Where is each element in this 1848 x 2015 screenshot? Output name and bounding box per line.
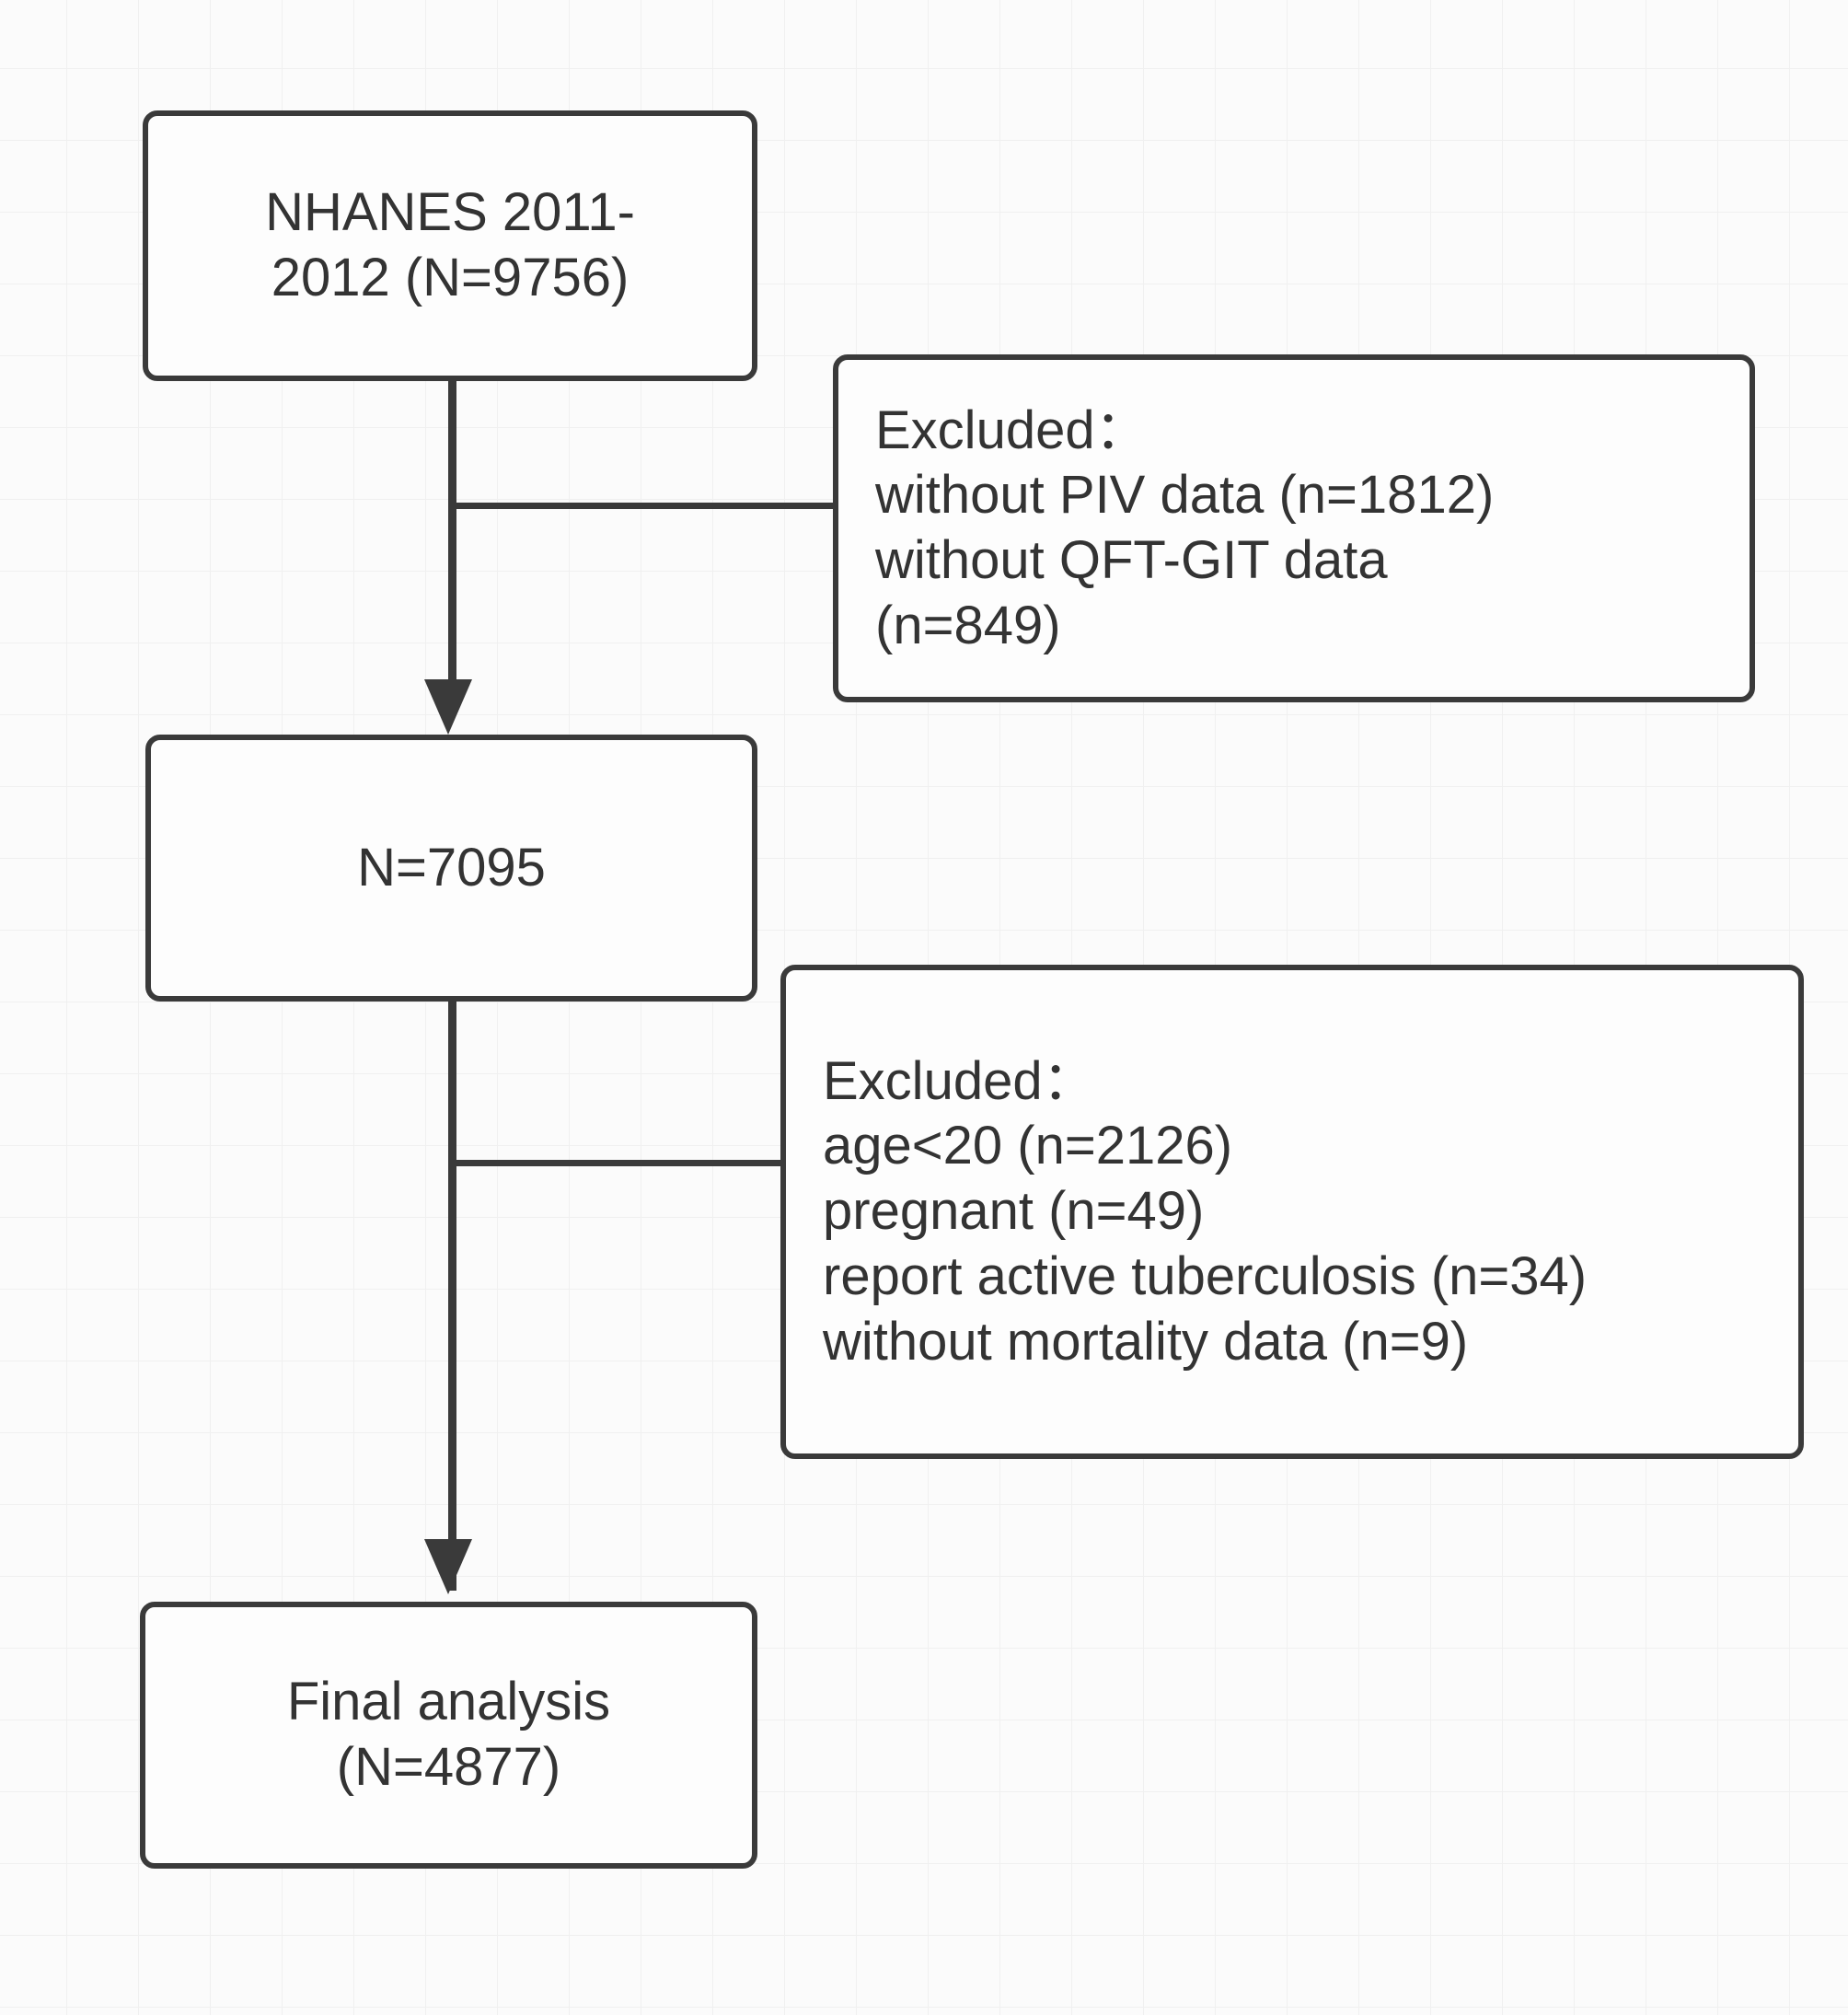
connector-branch-to-exclusion-1 [448, 503, 838, 509]
node-exclusion-2-label: Excluded： age<20 (n=2126) pregnant (n=49… [823, 1050, 1588, 1372]
node-final-analysis-label: Final analysis (N=4877) [286, 1672, 611, 1797]
connector-branch-to-exclusion-2 [448, 1160, 786, 1166]
connector-mid-to-final [448, 996, 456, 1591]
node-final-analysis[interactable]: Final analysis (N=4877) [140, 1602, 757, 1869]
arrowhead-start-to-mid-icon [424, 679, 472, 735]
node-intermediate-population[interactable]: N=7095 [145, 735, 757, 1002]
node-source-population[interactable]: NHANES 2011- 2012 (N=9756) [143, 110, 757, 381]
node-intermediate-population-label: N=7095 [357, 837, 546, 897]
node-exclusion-1[interactable]: Excluded： without PIV data (n=1812) with… [833, 354, 1755, 702]
node-exclusion-1-label: Excluded： without PIV data (n=1812) with… [875, 400, 1495, 655]
node-exclusion-2[interactable]: Excluded： age<20 (n=2126) pregnant (n=49… [780, 965, 1804, 1459]
node-source-population-label: NHANES 2011- 2012 (N=9756) [265, 182, 635, 307]
connector-start-to-mid [448, 376, 456, 679]
arrowhead-mid-to-final-icon [424, 1539, 472, 1594]
